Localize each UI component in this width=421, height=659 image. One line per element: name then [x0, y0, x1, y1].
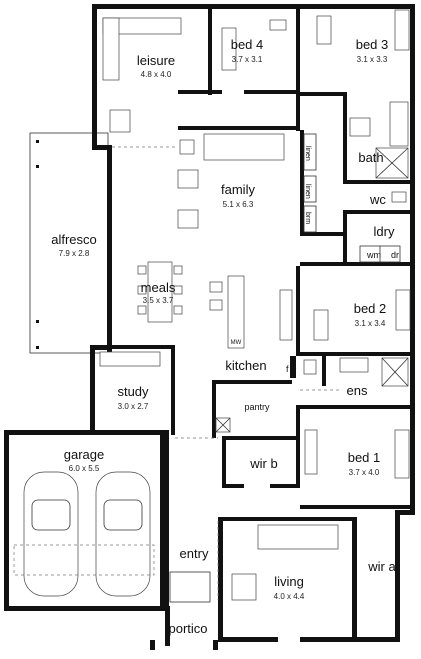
family-furniture — [177, 133, 285, 229]
wirb-label: wir b — [249, 456, 277, 471]
study-dim: 3.0 x 2.7 — [118, 402, 149, 411]
meals-label: meals — [141, 280, 176, 295]
pantry-label: pantry — [244, 402, 270, 412]
linen-cupboards — [303, 133, 401, 263]
bed1-furniture — [304, 429, 410, 479]
ldry-label: ldry — [374, 224, 395, 239]
kitchen-label: kitchen — [225, 358, 266, 373]
bed2-label: bed 2 — [354, 301, 387, 316]
dr-label: dr — [391, 250, 399, 260]
family-label: family — [221, 182, 255, 197]
garage-dim: 6.0 x 5.5 — [69, 464, 100, 473]
living-dim: 4.0 x 4.4 — [274, 592, 305, 601]
garage-label: garage — [64, 447, 104, 462]
alfresco-dim: 7.9 x 2.8 — [59, 249, 90, 258]
portico-label: portico — [168, 621, 207, 636]
inner-walls — [95, 9, 410, 610]
entry-door — [169, 571, 211, 603]
wira-label: wir a — [367, 559, 396, 574]
bed2-furniture — [313, 289, 411, 341]
wc-fixtures — [391, 191, 407, 203]
mw-label: MW — [231, 340, 242, 346]
bed4-dim: 3.7 x 3.1 — [232, 55, 263, 64]
brm-label: brm — [304, 212, 311, 224]
meals-furniture — [137, 261, 183, 323]
kitchen-fixtures — [209, 275, 293, 349]
family-dim: 5.1 x 6.3 — [223, 200, 254, 209]
garage-cars — [13, 471, 155, 597]
bed4-furniture — [221, 19, 287, 71]
outer-walls — [4, 4, 415, 650]
pantry-fixtures — [215, 417, 231, 433]
entry-label: entry — [180, 546, 209, 561]
bath-label: bath — [358, 150, 383, 165]
bed3-furniture — [316, 9, 410, 51]
living-furniture — [231, 524, 339, 601]
wc-label: wc — [369, 192, 386, 207]
living-label: living — [274, 574, 304, 589]
study-label: study — [117, 384, 149, 399]
alfresco-label: alfresco — [51, 232, 97, 247]
ens-label: ens — [347, 383, 368, 398]
leisure-dim: 4.8 x 4.0 — [141, 70, 172, 79]
room-labels: leisure 4.8 x 4.0 bed 4 3.7 x 3.1 bed 3 … — [51, 37, 396, 636]
bed3-dim: 3.1 x 3.3 — [357, 55, 388, 64]
bed3-label: bed 3 — [356, 37, 389, 52]
linen-label-1: linen — [304, 146, 311, 161]
fridge-label: f — [286, 364, 289, 374]
meals-dim: 3.5 x 3.7 — [143, 296, 174, 305]
leisure-label: leisure — [137, 53, 175, 68]
study-furniture — [99, 351, 161, 367]
bed1-label: bed 1 — [348, 450, 381, 465]
bed4-label: bed 4 — [231, 37, 264, 52]
fixture-labels: linen linen brm wm dr MW f — [231, 146, 399, 374]
bath-fixtures — [349, 101, 409, 179]
wm-label: wm — [366, 250, 381, 260]
openings — [112, 146, 340, 600]
bed1-dim: 3.7 x 4.0 — [349, 468, 380, 477]
ens-fixtures — [303, 357, 409, 387]
bed2-dim: 3.1 x 3.4 — [355, 319, 386, 328]
leisure-furniture — [102, 17, 182, 133]
linen-label-2: linen — [304, 184, 311, 199]
